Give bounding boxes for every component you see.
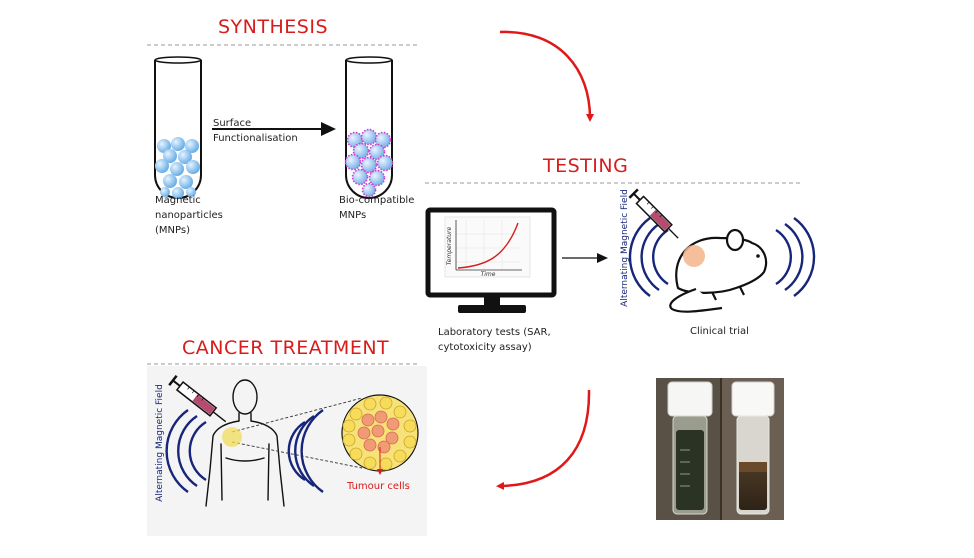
tumour-cells-cluster: [357, 410, 400, 454]
coated-nanoparticle-cluster: [344, 128, 394, 198]
biocompatible-label: Bio-compatible MNPs: [339, 193, 414, 223]
chart-ylabel: Temperature: [446, 226, 453, 265]
mnp-label: Magnetic nanoparticles (MNPs): [155, 193, 223, 238]
magnetic-field-right-treatment: [287, 409, 324, 493]
clinical-trial-caption: Clinical trial: [690, 326, 749, 337]
zoom-line-bottom: [231, 441, 363, 469]
mnp-label-line2: nanoparticles: [155, 210, 223, 221]
lab-tests-caption: Laboratory tests (SAR, cytotoxicity assa…: [438, 325, 551, 355]
magnetic-field-left-testing: [628, 217, 669, 297]
temperature-chart: Temperature Time: [444, 216, 531, 278]
treatment-title: CANCER TREATMENT: [182, 337, 390, 359]
synthesis-to-testing-arrow: [499, 30, 594, 122]
heating-curve: [457, 222, 519, 269]
testing-title: TESTING: [543, 155, 629, 177]
tumour-cells-label: Tumour cells: [347, 481, 410, 492]
synthesis-title: SYNTHESIS: [218, 16, 329, 38]
tumour-icon: [341, 394, 419, 472]
testing-to-treatment-arrow: [496, 389, 591, 490]
chart-xlabel: Time: [481, 271, 496, 278]
syringe-icon: [628, 188, 679, 239]
tumour-site: [222, 427, 242, 447]
mouse-icon: [669, 228, 768, 313]
mnp-label-line3: (MNPs): [155, 225, 190, 236]
magnetic-field-left-treatment: [165, 409, 207, 493]
human-outline-icon: [205, 379, 285, 507]
magnetic-field-right-testing: [775, 217, 816, 297]
vial-photo: [656, 378, 784, 520]
mnp-label-line1: Magnetic: [155, 195, 201, 206]
functionalisation-label: Surface Functionalisation: [213, 116, 298, 146]
lab-tests-caption-line1: Laboratory tests (SAR,: [438, 327, 551, 338]
test-tube-icon: [154, 56, 202, 199]
field-label-treatment: Alternating Magnetic Field: [155, 384, 165, 502]
syringe-icon-treatment: [168, 374, 227, 423]
test-tube-icon-coated: [344, 56, 394, 199]
injection-site: [683, 245, 705, 267]
zoom-line-top: [231, 397, 363, 433]
functionalisation-label-line1: Surface: [213, 118, 252, 129]
nanoparticle-cluster: [155, 137, 200, 199]
biocompatible-label-line1: Bio-compatible: [339, 195, 415, 206]
field-label-testing: Alternating Magnetic Field: [620, 189, 630, 307]
mouse-eye: [756, 254, 760, 258]
biocompatible-label-line2: MNPs: [339, 210, 367, 221]
functionalisation-label-line2: Functionalisation: [213, 133, 298, 144]
lab-tests-caption-line2: cytotoxicity assay): [438, 342, 532, 353]
